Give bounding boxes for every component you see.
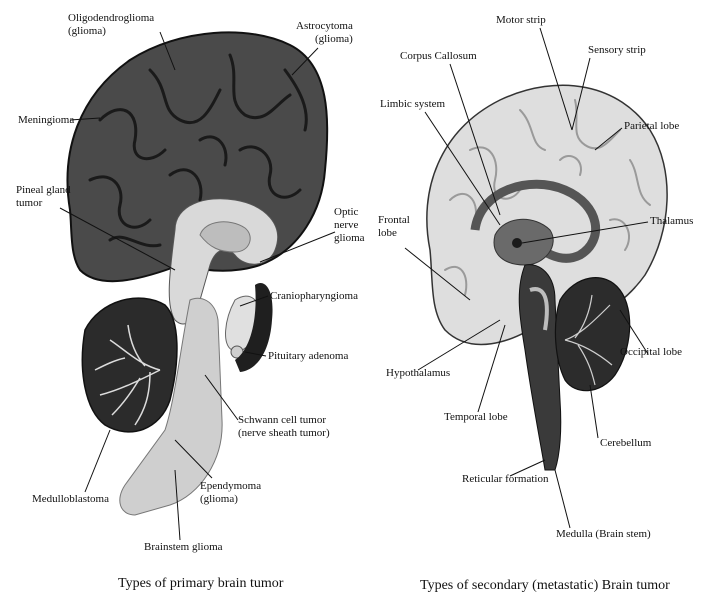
label-optic-line1: Optic — [334, 206, 365, 219]
label-meningioma: Meningioma — [18, 114, 74, 127]
label-thalamus: Thalamus — [650, 215, 693, 228]
label-oligodendroglioma-line1: Oligodendroglioma — [68, 12, 154, 25]
label-frontal-lobe: Frontal lobe — [378, 214, 410, 240]
label-pituitary-adenoma: Pituitary adenoma — [268, 350, 348, 363]
label-brainstem-glioma: Brainstem glioma — [144, 541, 223, 554]
label-astrocytoma-line1: Astrocytoma — [296, 20, 353, 33]
label-limbic-system: Limbic system — [380, 98, 445, 111]
label-optic-nerve-glioma: Optic nerve glioma — [334, 206, 365, 245]
label-schwann-line2: (nerve sheath tumor) — [238, 427, 330, 440]
label-pineal-line1: Pineal gland — [16, 184, 71, 197]
label-motor-strip: Motor strip — [496, 14, 546, 27]
label-oligodendroglioma: Oligodendroglioma (glioma) — [68, 12, 154, 38]
left-cerebellum — [82, 298, 177, 432]
right-cerebellum — [555, 278, 629, 391]
left-brain-illustration — [68, 32, 328, 515]
label-ependymoma: Ependymoma (glioma) — [200, 480, 261, 506]
label-occipital-lobe: Occipital lobe — [620, 346, 682, 359]
label-pineal-gland-tumor: Pineal gland tumor — [16, 184, 71, 210]
label-optic-line3: glioma — [334, 232, 365, 245]
label-hypothalamus: Hypothalamus — [386, 367, 450, 380]
label-parietal-lobe: Parietal lobe — [624, 120, 679, 133]
label-schwann-line1: Schwann cell tumor — [238, 414, 330, 427]
label-medulloblastoma: Medulloblastoma — [32, 493, 109, 506]
label-schwann-cell-tumor: Schwann cell tumor (nerve sheath tumor) — [238, 414, 330, 440]
label-frontal-line2: lobe — [378, 227, 410, 240]
label-oligodendroglioma-line2: (glioma) — [68, 25, 154, 38]
label-ependymoma-line2: (glioma) — [200, 493, 261, 506]
label-cerebellum: Cerebellum — [600, 437, 651, 450]
label-pineal-line2: tumor — [16, 197, 71, 210]
label-reticular-formation: Reticular formation — [462, 473, 548, 486]
label-temporal-lobe: Temporal lobe — [444, 411, 508, 424]
caption-secondary: Types of secondary (metastatic) Brain tu… — [420, 578, 670, 594]
label-astrocytoma-line2: (glioma) — [296, 33, 353, 46]
label-optic-line2: nerve — [334, 219, 365, 232]
label-craniopharyngioma: Craniopharyngioma — [270, 290, 358, 303]
label-astrocytoma: Astrocytoma (glioma) — [296, 20, 353, 46]
label-frontal-line1: Frontal — [378, 214, 410, 227]
label-corpus-callosum: Corpus Callosum — [400, 50, 477, 63]
right-brainstem — [519, 265, 561, 470]
right-thalamus — [494, 219, 553, 265]
caption-primary: Types of primary brain tumor — [118, 576, 283, 592]
label-medulla: Medulla (Brain stem) — [556, 528, 651, 541]
label-ependymoma-line1: Ependymoma — [200, 480, 261, 493]
label-sensory-strip: Sensory strip — [588, 44, 646, 57]
